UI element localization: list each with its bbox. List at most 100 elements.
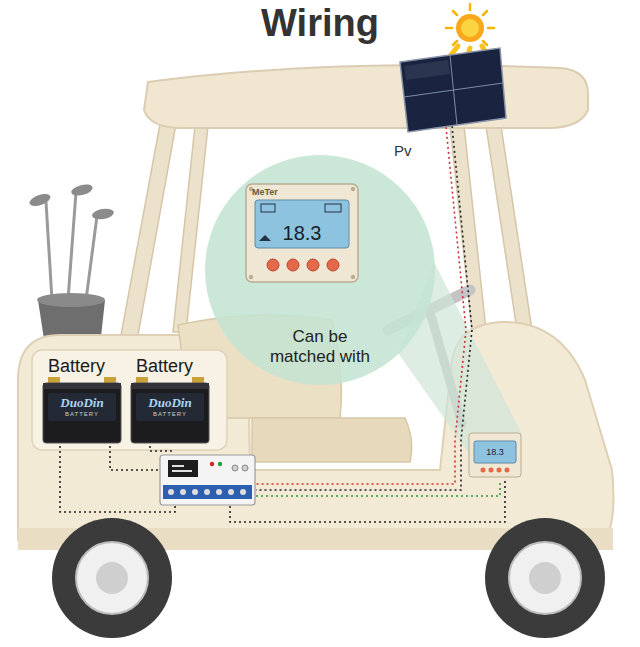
meter-display: MeTer 18.3 xyxy=(245,183,359,283)
callout-text: Can be matched with xyxy=(265,327,375,367)
sun xyxy=(446,4,494,45)
battery-bay xyxy=(32,350,227,450)
wiring-lines xyxy=(60,446,175,512)
battery-box: BatteryDuoDinBATTERY xyxy=(128,355,212,445)
golf-bag xyxy=(46,192,97,300)
smallmeter-drawing xyxy=(469,433,521,477)
sun xyxy=(446,4,494,45)
roof-posts xyxy=(173,126,208,332)
meter-drawing xyxy=(261,204,275,212)
diagram-title: Wiring xyxy=(0,0,640,46)
battery-brand: DuoDin xyxy=(128,395,212,410)
wiring-lines xyxy=(230,480,505,522)
golf-bag xyxy=(46,202,52,300)
panel-drawing xyxy=(400,48,506,132)
wheels xyxy=(529,562,561,594)
meter-drawing xyxy=(325,204,341,212)
wheels xyxy=(76,542,148,614)
meter-brand: MeTer xyxy=(245,186,359,198)
golf-bag xyxy=(86,216,97,300)
battery-heading: Battery xyxy=(40,355,124,377)
charge-controller xyxy=(163,485,252,499)
wiring-lines xyxy=(110,446,159,470)
battery-heading: Battery xyxy=(128,355,212,377)
charge-controller xyxy=(172,470,192,472)
meter-drawing xyxy=(351,187,355,191)
charge-controller xyxy=(218,462,222,466)
charge-controller xyxy=(242,465,248,471)
sun xyxy=(461,19,479,37)
wheels xyxy=(485,518,605,638)
charge-controller xyxy=(168,489,246,495)
charge-controller xyxy=(204,489,210,495)
charge-controller xyxy=(172,465,184,467)
wheels xyxy=(52,518,605,638)
charge-controller xyxy=(160,455,255,505)
cart-roof xyxy=(144,65,588,128)
charge-controller xyxy=(180,489,186,495)
cart-body xyxy=(18,322,614,545)
smallmeter-drawing xyxy=(505,468,510,473)
charge-controller xyxy=(210,462,214,466)
panel-drawing xyxy=(404,83,503,97)
title-area: Wiring xyxy=(0,0,640,46)
sun xyxy=(446,27,452,30)
meter-drawing xyxy=(249,275,253,279)
golf-bag xyxy=(28,192,52,209)
golf-bag xyxy=(68,192,76,300)
charge-controller xyxy=(228,489,234,495)
wiring-lines xyxy=(150,446,172,454)
callout-circle: Can be matched with MeTer 18.3 xyxy=(205,155,435,385)
meter-reading: 18.3 xyxy=(468,447,522,458)
battery-drawing xyxy=(131,383,209,389)
battery-box: BatteryDuoDinBATTERY xyxy=(40,355,124,445)
panel-drawing xyxy=(404,60,450,80)
charge-controller xyxy=(160,455,255,505)
battery-drawing xyxy=(43,383,121,389)
smallmeter-drawing xyxy=(497,468,502,473)
meter-drawing xyxy=(327,259,339,271)
panel-label: Pv xyxy=(388,142,508,160)
meter-drawing xyxy=(246,184,358,282)
sun xyxy=(453,11,457,15)
golf-bag xyxy=(70,182,94,197)
charge-controller xyxy=(168,460,198,477)
roof-posts xyxy=(119,124,176,346)
charge-controller xyxy=(192,489,198,495)
cart-seat xyxy=(252,418,412,462)
wheels xyxy=(96,562,128,594)
meter-drawing xyxy=(287,259,299,271)
meter-drawing xyxy=(259,235,271,241)
sun xyxy=(456,14,484,42)
battery-bay xyxy=(32,350,227,450)
battery-word: BATTERY xyxy=(128,410,212,418)
roof-posts xyxy=(486,126,532,330)
sun xyxy=(488,27,494,30)
battery-word: BATTERY xyxy=(40,410,124,418)
meter-reading: 18.3 xyxy=(245,221,359,245)
cart-roof xyxy=(144,65,588,128)
charge-controller xyxy=(232,465,238,471)
battery-brand: DuoDin xyxy=(40,395,124,410)
meter-drawing xyxy=(307,259,319,271)
sun xyxy=(483,11,487,15)
wiring-lines xyxy=(60,126,505,522)
golf-bag xyxy=(37,293,105,307)
wheels xyxy=(509,542,581,614)
charge-controller xyxy=(168,489,174,495)
wiring-lines xyxy=(256,480,500,496)
cart-body xyxy=(18,322,614,550)
charge-controller xyxy=(216,489,222,495)
dash-meter: 18.3 xyxy=(468,432,522,478)
charge-controller xyxy=(240,489,246,495)
meter-drawing xyxy=(267,259,279,271)
solar-panel: Pv xyxy=(388,40,508,170)
sun xyxy=(469,4,472,10)
wheels xyxy=(52,518,172,638)
meter-drawing xyxy=(351,275,355,279)
golf-bag xyxy=(91,207,114,221)
smallmeter-drawing xyxy=(481,468,486,473)
golf-bag xyxy=(28,182,115,346)
